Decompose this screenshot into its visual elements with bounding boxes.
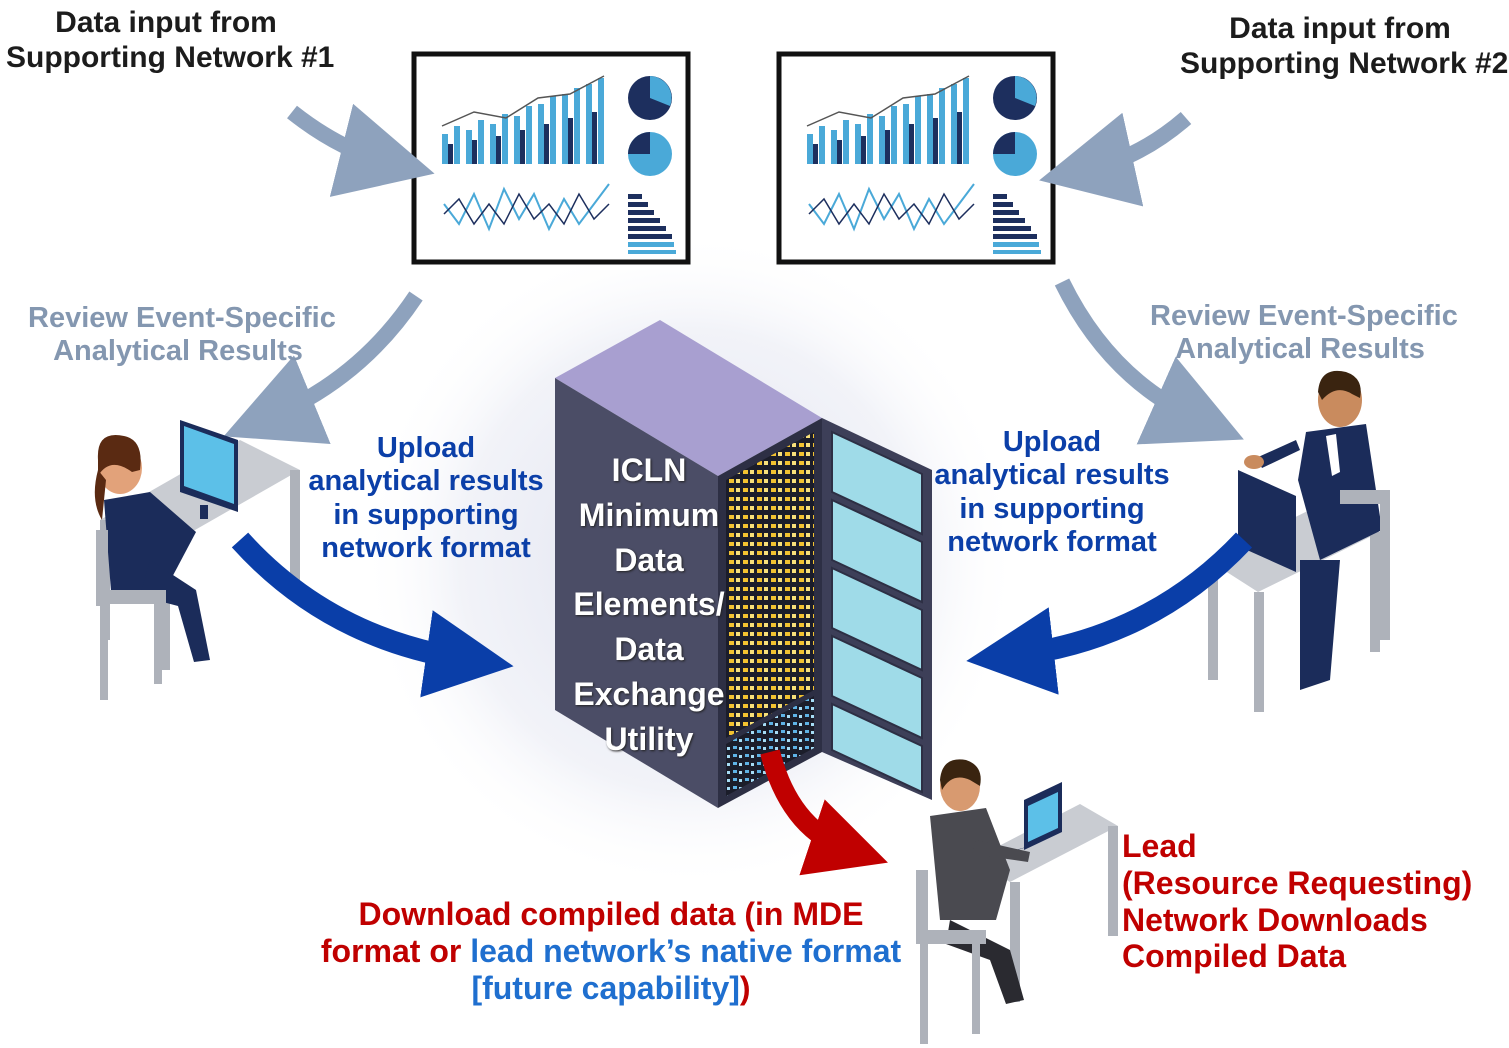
label-server-line-6: Exchange: [573, 675, 725, 712]
label-review-left: Review Event-Specific Analytical Results: [28, 302, 336, 369]
label-server-line-7: Utility: [604, 720, 694, 757]
label-input-2-line-2: Supporting Network #2: [1180, 46, 1509, 80]
label-upload-right-line-1: Upload: [1002, 426, 1102, 458]
label-download-line-2-red: format or: [320, 932, 471, 969]
arrow-download: [760, 749, 888, 876]
label-server-line-3: Data: [614, 541, 684, 578]
label-upload-right-line-3: in supporting: [959, 492, 1145, 525]
label-review-right-line-1: Review Event-Specific: [1150, 300, 1458, 332]
label-upload-right-line-2: analytical results: [934, 459, 1170, 492]
label-server-line-5: Data: [614, 631, 684, 668]
label-lead-line-4: Compiled Data: [1122, 938, 1347, 975]
arrow-upload-left: [231, 532, 514, 698]
arrow-review-left: [223, 291, 423, 445]
label-server-line-2: Minimum: [578, 496, 720, 533]
man-at-laptop-icon: [916, 759, 1118, 1044]
label-input-1-line-2: Supporting Network #1: [6, 40, 335, 74]
man-at-computer-icon: [1208, 370, 1390, 712]
label-upload-right: Upload analytical results in supporting …: [932, 426, 1172, 559]
label-upload-left-line-2: analytical results: [308, 465, 544, 498]
dashboard-monitor-1-icon: [411, 51, 691, 265]
label-review-left-line-1: Review Event-Specific: [28, 302, 336, 334]
label-download-line-1: Download compiled data (in MDE: [358, 896, 864, 932]
label-input-network-2: Data input from Supporting Network #2: [1180, 12, 1509, 81]
arrow-upload-right: [966, 532, 1253, 695]
label-download-line-3-blue: [future capability]: [471, 969, 740, 1006]
arrow-input-2: [1039, 111, 1192, 207]
label-upload-left-line-3: in supporting: [333, 498, 519, 531]
label-download: Download compiled data (in MDE format or…: [318, 896, 904, 1006]
label-server-line-1: ICLN: [611, 452, 687, 488]
label-download-line-3-red: ): [739, 969, 751, 1006]
label-input-1-line-1: Data input from: [55, 6, 277, 39]
label-server: ICLN Minimum Data Elements/ Data Exchang…: [560, 448, 738, 762]
label-upload-right-line-4: network format: [947, 526, 1157, 559]
label-input-2-line-1: Data input from: [1229, 12, 1451, 45]
label-lead-line-2: (Resource Requesting): [1122, 864, 1473, 901]
label-download-line-2-blue: lead network’s native format: [470, 932, 902, 969]
server-rack-icon: [555, 320, 932, 808]
label-lead-line-3: Network Downloads: [1122, 901, 1428, 938]
arrow-input-1: [287, 103, 435, 197]
woman-at-computer-icon: [94, 420, 300, 700]
label-upload-left: Upload analytical results in supporting …: [306, 432, 546, 565]
label-upload-left-line-4: network format: [321, 532, 531, 565]
label-download-line-3: [future capability]): [318, 970, 904, 1007]
label-lead: Lead (Resource Requesting) Network Downl…: [1122, 828, 1492, 975]
label-input-network-1: Data input from Supporting Network #1: [6, 6, 335, 75]
dashboard-monitor-2-icon: [776, 51, 1056, 265]
label-review-left-line-2: Analytical Results: [53, 335, 303, 368]
label-server-line-4: Elements/: [573, 586, 725, 623]
label-upload-left-line-1: Upload: [376, 432, 476, 464]
label-lead-line-1: Lead: [1122, 828, 1197, 864]
label-review-right: Review Event-Specific Analytical Results: [1150, 300, 1458, 367]
label-download-line-2: format or lead network’s native format: [318, 933, 904, 970]
arrow-review-right: [1054, 278, 1244, 445]
label-review-right-line-2: Analytical Results: [1175, 333, 1425, 366]
